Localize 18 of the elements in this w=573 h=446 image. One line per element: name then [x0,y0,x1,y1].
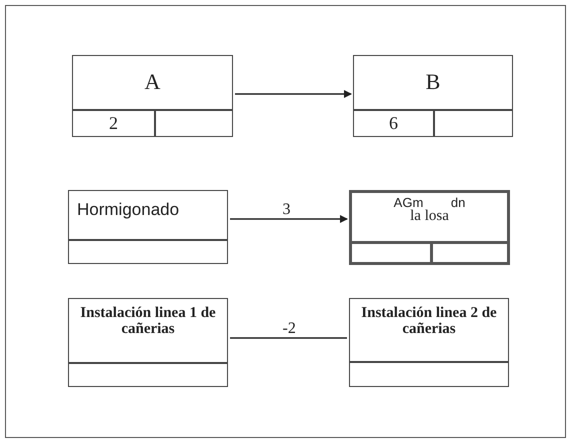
activity-box [72,55,233,137]
connector-line [230,337,347,339]
activity-name: Hormigonado [77,201,180,219]
activity-box [349,298,509,387]
activity-name: Instalación linea 1 de cañerias [79,305,217,337]
activity-box [353,55,513,137]
activity-name: Instalación linea 2 de cañerias [360,305,498,337]
arrow [230,215,348,223]
activity-name: AGm dn [392,195,466,210]
duration-value: 6 [388,113,399,133]
activity-name: A [144,70,162,93]
arrow [235,90,352,98]
activity-box [68,190,228,264]
activity-name: la losa [409,209,450,224]
activity-name: B [424,70,442,93]
activity-box [349,190,510,265]
duration-value: 2 [108,113,119,133]
activity-box [68,298,228,387]
